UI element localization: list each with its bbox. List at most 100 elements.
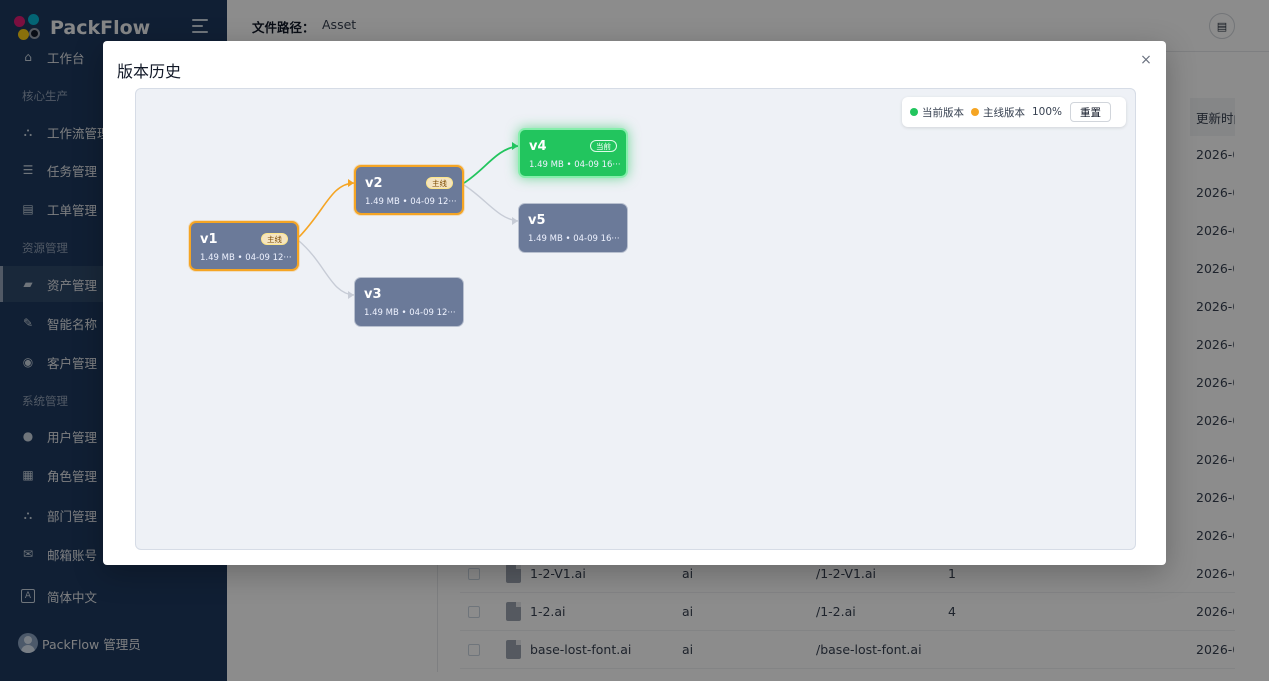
version-meta: 1.49 MB • 04-09 16···	[529, 160, 621, 170]
sidebar-item-label: 邮箱账号	[47, 547, 98, 563]
legend-current-label: 当前版本	[922, 106, 964, 119]
version-history-modal: 版本历史 × 当前版本 主线版本 100% 重置 v1 主线 1.49 MB •…	[103, 41, 1166, 565]
file-icon	[506, 640, 521, 659]
file-name[interactable]: 1-2-V1.ai	[530, 566, 586, 581]
updated-cell: 2026-0	[1196, 566, 1234, 581]
row-checkbox[interactable]	[468, 606, 480, 618]
edge-arrow	[348, 291, 354, 299]
updated-cell: 2026-0	[1196, 413, 1234, 428]
brand-name: PackFlow	[50, 17, 151, 39]
edge-arrow	[512, 217, 518, 225]
mail-icon: ✉	[22, 547, 34, 561]
sidebar-item-label: 资产管理	[47, 277, 98, 293]
sidebar-item-tasks[interactable]: ☰ 任务管理	[0, 152, 227, 188]
column-header-updated[interactable]: 更新时间	[1190, 98, 1235, 136]
section-resources: 资源管理	[22, 241, 68, 255]
id-card-icon: ▦	[22, 468, 34, 482]
brand[interactable]: PackFlow	[14, 14, 150, 42]
collapse-sidebar-icon[interactable]	[192, 18, 210, 34]
user-name: PackFlow 管理员	[42, 636, 141, 652]
avatar	[18, 633, 38, 653]
file-type: ai	[682, 604, 694, 619]
language-icon: A	[21, 589, 35, 603]
sidebar-item-roles[interactable]: ▦ 角色管理	[0, 457, 227, 493]
version-name: v5	[528, 213, 546, 228]
current-badge: 当前	[590, 140, 617, 152]
file-icon	[506, 564, 521, 583]
legend-current: 当前版本	[910, 105, 964, 120]
section-core-production: 核心生产	[22, 89, 68, 103]
sidebar-item-label: 用户管理	[47, 429, 98, 445]
updated-cell: 2026-0	[1196, 490, 1234, 505]
sidebar-item-departments[interactable]: ⛬ 部门管理	[0, 497, 227, 533]
version-name: v3	[364, 287, 382, 302]
updated-cell: 2026-0	[1196, 185, 1234, 200]
document-menu-icon[interactable]: ▤	[1209, 13, 1235, 39]
file-name[interactable]: 1-2.ai	[530, 604, 566, 619]
sidebar-item-label: 工作台	[47, 50, 85, 66]
user-icon: ●	[22, 429, 34, 443]
file-path-value[interactable]: Asset	[322, 17, 357, 32]
version-node-v4[interactable]: v4 当前 1.49 MB • 04-09 16···	[518, 128, 628, 178]
version-meta: 1.49 MB • 04-09 12···	[200, 253, 292, 263]
updated-cell: 2026-0	[1196, 147, 1234, 162]
version-name: v1	[200, 232, 218, 247]
version-node-v1[interactable]: v1 主线 1.49 MB • 04-09 12···	[189, 221, 299, 271]
file-path-label: 文件路径：	[252, 20, 315, 35]
edge-v2-v4	[463, 145, 519, 184]
version-graph-canvas[interactable]: 当前版本 主线版本 100% 重置 v1 主线 1.49 MB • 04-09 …	[135, 88, 1136, 550]
ticket-icon: ▤	[22, 202, 34, 216]
sidebar-item-workflow[interactable]: ⛬ 工作流管理	[0, 114, 227, 150]
sidebar-item-customers[interactable]: ◉ 客户管理	[0, 344, 227, 380]
sidebar-item-tickets[interactable]: ▤ 工单管理	[0, 191, 227, 227]
list-icon: ☰	[22, 163, 34, 177]
file-icon	[506, 602, 521, 621]
packflow-logo-icon	[14, 14, 42, 42]
file-path: /base-lost-font.ai	[816, 642, 922, 657]
version-node-v5[interactable]: v5 1.49 MB • 04-09 16···	[518, 203, 628, 253]
updated-cell: 2026-0	[1196, 452, 1234, 467]
table-row[interactable]: base-lost-font.ai ai /base-lost-font.ai …	[460, 631, 1235, 669]
version-edges	[298, 142, 519, 299]
graph-legend: 当前版本 主线版本 100% 重置	[902, 97, 1126, 127]
updated-cell: 2026-0	[1196, 528, 1234, 543]
table-row[interactable]: 1-2-V1.ai ai /1-2-V1.ai 1 2026-0	[460, 555, 1235, 593]
sidebar-item-label: 角色管理	[47, 468, 98, 484]
edge-arrow	[348, 179, 354, 187]
sidebar-item-label: 客户管理	[47, 355, 98, 371]
sidebar-item-workbench[interactable]: ⌂ 工作台	[0, 39, 227, 75]
sidebar-item-label: 智能名称	[47, 316, 98, 332]
current-user[interactable]: PackFlow 管理员	[18, 633, 141, 653]
main-dot-icon	[971, 108, 979, 116]
section-system: 系统管理	[22, 394, 68, 408]
version-node-v3[interactable]: v3 1.49 MB • 04-09 12···	[354, 277, 464, 327]
home-icon: ⌂	[24, 50, 32, 64]
row-checkbox[interactable]	[468, 644, 480, 656]
folder-icon: ▰	[23, 277, 33, 291]
file-type: ai	[682, 642, 694, 657]
main-badge: 主线	[261, 233, 288, 245]
main-badge: 主线	[426, 177, 453, 189]
file-path: /1-2.ai	[816, 604, 856, 619]
version-node-v2[interactable]: v2 主线 1.49 MB • 04-09 12···	[354, 165, 464, 215]
updated-cell: 2026-0	[1196, 337, 1234, 352]
legend-main: 主线版本	[971, 105, 1025, 120]
updated-cell: 2026-0	[1196, 642, 1234, 657]
sidebar-item-label: 工单管理	[47, 202, 98, 218]
reset-button[interactable]: 重置	[1070, 102, 1112, 122]
zoom-level: 100%	[1032, 106, 1063, 118]
table-row[interactable]: 1-2.ai ai /1-2.ai 4 2026-0	[460, 593, 1235, 631]
language-switch[interactable]: A 简体中文	[0, 578, 227, 614]
sidebar-item-label: 工作流管理	[47, 125, 110, 141]
updated-cell: 2026-0	[1196, 604, 1234, 619]
edge-arrow	[512, 142, 518, 150]
sidebar-item-mail-accounts[interactable]: ✉ 邮箱账号	[0, 536, 227, 572]
close-icon[interactable]: ×	[1140, 52, 1152, 68]
file-type: ai	[682, 566, 694, 581]
sidebar-item-users[interactable]: ● 用户管理	[0, 418, 227, 454]
version-meta: 1.49 MB • 04-09 16···	[528, 234, 620, 244]
file-name[interactable]: base-lost-font.ai	[530, 642, 632, 657]
sidebar-item-smart-naming[interactable]: ✎ 智能名称	[0, 305, 227, 341]
row-checkbox[interactable]	[468, 568, 480, 580]
file-path: /1-2-V1.ai	[816, 566, 877, 581]
